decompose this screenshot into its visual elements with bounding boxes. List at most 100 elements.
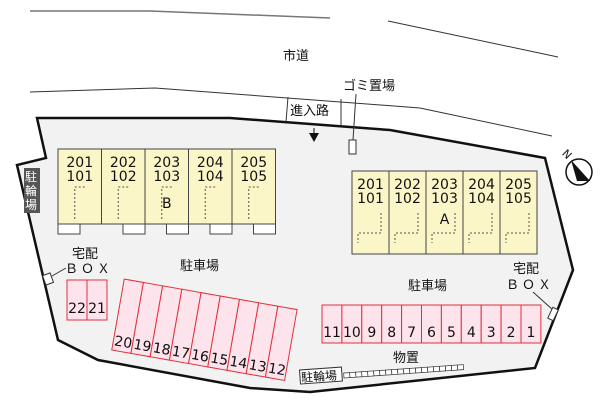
parking-space <box>264 305 298 382</box>
floor-plan-dash <box>468 213 493 243</box>
delivery-box-left <box>41 272 55 286</box>
parking-space-number: 3 <box>487 325 496 341</box>
storage-shed <box>349 371 357 378</box>
porch <box>253 223 276 235</box>
floor-plan-dash <box>394 213 419 243</box>
road-edge-top-right <box>387 20 559 58</box>
storage-shed <box>367 370 375 377</box>
parking-space <box>86 279 108 321</box>
unit-number-upper: 202 <box>110 155 137 171</box>
porch <box>122 223 146 235</box>
floor-plan-dash <box>74 186 85 221</box>
building-name: B <box>162 196 172 212</box>
parking-space-number: 15 <box>209 350 229 369</box>
parking-space-number: 17 <box>171 344 191 363</box>
storage-shed <box>361 370 369 378</box>
unit-number-upper: 204 <box>468 177 495 193</box>
storage-shed <box>415 367 423 374</box>
storage-shed <box>373 370 381 377</box>
storage-shed <box>421 366 429 373</box>
unit-number-upper: 203 <box>153 155 180 171</box>
parking-left-label: 駐車場 <box>180 259 219 274</box>
unit-number-upper: 203 <box>431 177 458 193</box>
floor-plan-dash <box>117 186 129 221</box>
storage-sheds <box>343 364 465 379</box>
storage-shed <box>445 365 453 372</box>
unit-number-upper: 204 <box>197 155 224 171</box>
storage-shed <box>385 369 393 376</box>
storage-shed <box>456 364 465 371</box>
delivery-box-left-label-2: ＢＯＸ <box>65 262 113 277</box>
unit-number-lower: 103 <box>153 169 180 185</box>
parking-space-number: 6 <box>427 325 436 341</box>
unit-number-upper: 201 <box>66 155 93 171</box>
unit-number-lower: 104 <box>468 191 495 207</box>
storage-shed <box>343 372 351 379</box>
bicycle-parking-left <box>24 168 40 213</box>
delivery-box-right-label-2: ＢＯＸ <box>506 278 554 293</box>
storage-shed <box>403 368 411 375</box>
storage-label: 物置 <box>393 351 419 366</box>
parking-space-number: 7 <box>407 325 416 341</box>
bicycle-parking-bottom <box>298 366 343 385</box>
floor-plan-dash <box>505 213 530 243</box>
parking-space-number: 4 <box>467 325 476 341</box>
entrance-arrow-icon <box>309 133 319 142</box>
parking-space-number: 2 <box>507 325 516 341</box>
storage-shed <box>433 365 441 373</box>
unit-number-lower: 105 <box>240 169 267 185</box>
parking-space-number: 18 <box>151 340 171 359</box>
unit-number-lower: 101 <box>357 191 384 207</box>
delivery-box-right-label: 宅配 <box>513 262 539 277</box>
garbage-area <box>348 139 357 155</box>
unit-number-lower: 101 <box>66 169 93 185</box>
parking-space-number: 14 <box>228 354 248 373</box>
parking-space-number: 12 <box>267 361 287 380</box>
unit <box>499 170 538 255</box>
porch <box>166 223 189 235</box>
storage-shed <box>451 364 459 371</box>
bicycle-parking-bottom-label: 駐輪場 <box>301 367 338 384</box>
unit <box>101 148 146 225</box>
parking-space-number: 9 <box>367 325 376 341</box>
unit-number-upper: 201 <box>357 177 384 193</box>
parking-space-number: 13 <box>247 357 267 376</box>
parking-space-number: 10 <box>343 325 361 341</box>
parking-space <box>520 304 542 344</box>
unit-number-lower: 102 <box>394 191 421 207</box>
parking-space-number: 1 <box>527 325 536 341</box>
storage-shed <box>397 368 405 375</box>
bicycle-parking-left-char: 駐 <box>25 169 37 184</box>
unit <box>462 170 501 255</box>
unit-number-lower: 105 <box>505 191 532 207</box>
parking-space-number: 11 <box>323 325 341 341</box>
bicycle-parking-left-char: 輪 <box>25 183 37 198</box>
storage-shed <box>427 366 435 373</box>
parking-space-number: 5 <box>447 325 456 341</box>
parking-space-number: 8 <box>387 325 396 341</box>
entrance-label: 進入路 <box>290 103 329 119</box>
storage-shed <box>355 371 363 378</box>
building-name: A <box>440 212 450 228</box>
bicycle-parking-left-char: 場 <box>25 198 37 212</box>
floor-plan-dash <box>248 186 259 221</box>
storage-shed <box>409 367 417 374</box>
compass-north-label: N <box>559 147 574 162</box>
unit-number-lower: 102 <box>110 169 137 185</box>
storage-shed <box>439 365 447 372</box>
compass-icon: N <box>559 147 593 186</box>
garbage-area-label: ゴミ置場 <box>343 78 395 94</box>
porch <box>57 223 81 235</box>
porch <box>209 223 233 235</box>
parking-space-number: 19 <box>132 337 152 356</box>
storage-shed <box>379 369 387 376</box>
storage-shed <box>391 368 399 376</box>
delivery-box-left-label: 宅配 <box>72 247 98 262</box>
